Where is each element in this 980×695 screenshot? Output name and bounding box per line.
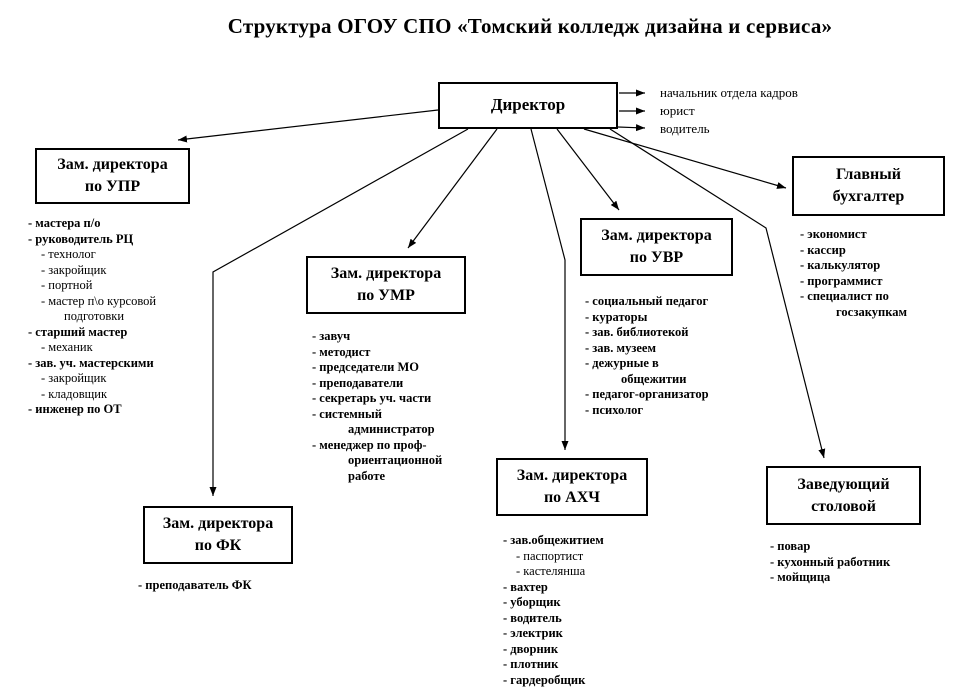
connector-director-to-umr: [407, 128, 498, 249]
node-label: Заведующий столовой: [797, 475, 890, 515]
staff-item: - инженер по ОТ: [28, 402, 122, 416]
staff-item: - кассир: [800, 242, 846, 257]
staff-item: - старший мастер: [28, 324, 128, 339]
staff-list-stol: - повар- кухонный работник- мойщица: [770, 539, 890, 586]
connector-director-to-uvr: [556, 128, 620, 211]
staff-item: - методист: [312, 344, 371, 359]
node-zam-uvr: Зам. директора по УВР: [580, 218, 733, 276]
staff-item: - кладовщик: [41, 386, 108, 401]
staff-list-uvr: - социальный педагог- кураторы- зав. биб…: [585, 294, 709, 418]
staff-item: - менеджер по проф-: [312, 437, 427, 452]
page-title: Структура ОГОУ СПО «Томский колледж диза…: [227, 14, 833, 38]
staff-item: - мойщица: [770, 570, 831, 584]
node-label: Зам. директора по УМР: [330, 265, 442, 304]
staff-item: - портной: [41, 278, 93, 292]
staff-item: - закройщик: [41, 262, 107, 277]
staff-item: ориентационной: [348, 453, 443, 467]
staff-item: - плотник: [503, 657, 559, 671]
staff-item: - экономист: [800, 227, 867, 241]
staff-item: - социальный педагог: [585, 294, 709, 308]
connector-director-to-upr: [177, 109, 439, 143]
node-zam-ahch: Зам. директора по АХЧ: [496, 458, 648, 516]
connector-director-to-fk: [209, 128, 469, 496]
node-label: Зам. директора по УВР: [601, 227, 712, 266]
staff-item: - завуч: [312, 329, 351, 343]
node-zam-umr: Зам. директора по УМР: [306, 256, 466, 314]
staff-item: - вахтер: [503, 579, 548, 594]
staff-item: - преподаватель ФК: [138, 578, 252, 592]
node-zam-fk: Зам. директора по ФК: [143, 506, 293, 564]
staff-item: - закройщик: [41, 371, 107, 385]
staff-item: администратор: [348, 422, 435, 436]
staff-item: - председатели МО: [312, 360, 420, 374]
staff-list-buh: - экономист- кассир- калькулятор- програ…: [800, 227, 907, 320]
staff-item: - электрик: [503, 626, 563, 640]
staff-item: - кухонный работник: [770, 554, 891, 569]
staff-item: работе: [348, 468, 386, 483]
staff-list-ahch: - зав.общежитием- паспортист- кастелянша…: [503, 533, 604, 688]
staff-list-fk: - преподаватель ФК: [138, 578, 252, 594]
node-glavnyi-buhgalter: Главный бухгалтер: [792, 156, 945, 216]
staff-item: - кураторы: [585, 309, 648, 324]
node-label: Директор: [490, 95, 566, 115]
staff-item: госзакупкам: [836, 304, 908, 319]
staff-item: - секретарь уч. части: [312, 391, 432, 405]
connector-director-to-driver: [617, 124, 646, 132]
director-direct-reports: начальник отдела кадров юрист водитель: [660, 84, 798, 138]
node-label: Зам. директора по АХЧ: [516, 467, 628, 506]
staff-item: - зав. библиотекой: [585, 325, 689, 339]
staff-item: - специалист по: [800, 289, 889, 303]
staff-item: - водитель: [503, 610, 562, 625]
staff-item: - технолог: [41, 247, 96, 261]
staff-item: подготовки: [64, 309, 125, 323]
node-zam-upr: Зам. директора по УПР: [35, 148, 190, 204]
staff-item: - дежурные в: [585, 356, 659, 370]
staff-list-upr: - мастера п/о- руководитель РЦ- технолог…: [28, 216, 156, 418]
staff-item: общежитии: [621, 371, 687, 386]
staff-item: - повар: [770, 539, 811, 553]
staff-item: - дворник: [503, 641, 559, 656]
staff-item: - педагог-организатор: [585, 387, 709, 401]
connector-director-to-ahch: [530, 128, 569, 450]
node-label: Главный бухгалтер: [832, 166, 905, 205]
staff-item: - калькулятор: [800, 258, 881, 272]
staff-item: - зав. уч. мастерскими: [28, 355, 154, 370]
direct-report-item: водитель: [660, 121, 710, 136]
staff-item: - системный: [312, 406, 382, 421]
connector-director-to-stolovaya-head: [583, 128, 787, 189]
node-zaveduyushchiy-stolovoy: Заведующий столовой: [766, 466, 921, 525]
staff-item: - мастер п\о курсовой: [41, 293, 157, 308]
staff-list-umr: - завуч- методист- председатели МО- преп…: [312, 329, 442, 484]
staff-item: - уборщик: [503, 595, 561, 609]
staff-item: - зав. музеем: [585, 340, 656, 355]
staff-item: - паспортист: [516, 548, 584, 563]
staff-item: - преподаватели: [312, 375, 404, 390]
staff-item: - мастера п/о: [28, 216, 101, 230]
node-director: Директор: [438, 82, 618, 129]
staff-item: - механик: [41, 340, 93, 354]
node-label: Зам. директора по УПР: [57, 156, 168, 195]
staff-item: - психолог: [585, 402, 644, 417]
direct-report-item: юрист: [660, 103, 695, 118]
staff-item: - программист: [800, 273, 883, 288]
connector-director-to-buh: [609, 128, 826, 459]
direct-report-item: начальник отдела кадров: [660, 85, 798, 100]
staff-item: - руководитель РЦ: [28, 231, 134, 246]
node-label: Зам. директора по ФК: [162, 515, 274, 554]
staff-item: - кастелянша: [516, 564, 586, 578]
staff-item: - гардеробщик: [503, 672, 586, 687]
staff-item: - зав.общежитием: [503, 533, 604, 547]
